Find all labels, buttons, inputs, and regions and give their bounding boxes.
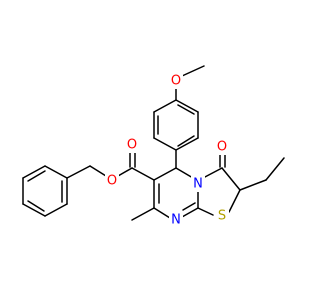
molecule-structure-diagram: O O O O N N S: [22, 65, 285, 228]
bonds: [22, 65, 285, 221]
atom-o-ester-label: O: [107, 174, 117, 189]
atom-s-thiazole: S: [215, 208, 229, 224]
bond-c2-s: [228, 189, 241, 213]
atom-o-methoxy: O: [169, 73, 183, 89]
bond-c6-c5: [153, 167, 177, 181]
bond-aryl-4: [175, 137, 199, 151]
bond-benzyl-double-b: [27, 200, 45, 212]
bond-c3-c2: [221, 167, 241, 191]
bond-benzyl-4: [22, 203, 46, 217]
atom-o-ester-carbonyl-label: O: [127, 138, 137, 153]
atom-s-thiazole-label: S: [218, 209, 226, 224]
bond-c8a-n8: [181, 207, 199, 218]
bond-aryl-1: [153, 99, 177, 113]
bond-aryl-double-b: [177, 135, 195, 147]
atom-n-imine: N: [169, 212, 183, 228]
bond-c7-methyl: [131, 207, 155, 221]
bond-methyl-o: [181, 65, 205, 77]
atom-o-ester: O: [105, 173, 119, 189]
bond-carbonyl-o-ester: [117, 167, 133, 177]
atom-n-imine-label: N: [171, 213, 181, 228]
atom-o-methoxy-label: O: [171, 74, 181, 89]
bond-c2-ethyl-1: [239, 179, 267, 191]
bond-o-ch2: [89, 165, 107, 177]
atom-n-ring-label: N: [193, 177, 203, 192]
bond-aryl-3: [153, 137, 177, 151]
bond-n8-c7: [153, 207, 171, 219]
bond-c5-n4: [175, 167, 194, 179]
bond-benzyl-double-a: [27, 170, 46, 182]
atom-labels: O O O O N N S: [105, 73, 229, 228]
atom-n-ring: N: [191, 176, 205, 192]
bond-c8a-n8-double: [182, 202, 196, 211]
bond-benzyl-1: [44, 165, 68, 179]
bond-n4-c3: [202, 167, 223, 179]
bond-aryl-double-c: [177, 104, 195, 115]
bond-benzyl-5: [44, 203, 68, 217]
atom-o-ketone-label: O: [217, 140, 227, 155]
bond-ethyl-2: [265, 157, 285, 181]
bond-ch2-benzyl: [66, 165, 91, 179]
atom-o-ketone: O: [215, 139, 229, 155]
bond-s-c8a: [197, 207, 214, 216]
bond-c6-carbonyl: [131, 167, 155, 181]
bond-aryl-6: [175, 99, 199, 113]
bond-benzyl-2: [22, 165, 46, 179]
atom-o-ester-carbonyl: O: [125, 137, 139, 153]
